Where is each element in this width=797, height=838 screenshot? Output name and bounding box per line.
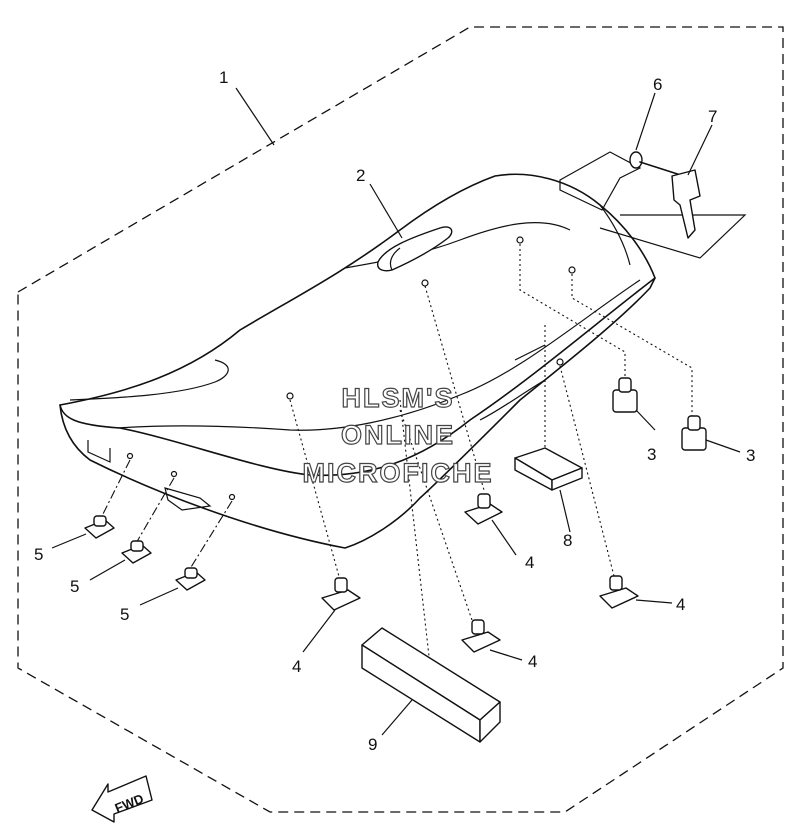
callout-8: 8 <box>563 531 572 550</box>
seat-body <box>59 173 656 549</box>
callout-6: 6 <box>653 75 662 94</box>
callout-2: 2 <box>356 166 365 185</box>
watermark-line-1: HLSM'S <box>342 383 455 413</box>
callout-3-right: 3 <box>746 446 755 465</box>
callout-labels: 1 2 3 3 4 4 4 4 5 5 5 6 7 8 9 <box>34 68 755 754</box>
callout-leaders <box>51 87 741 736</box>
grommet-part-3-right <box>681 415 707 451</box>
assembly-boundary <box>17 26 784 813</box>
nut-part-4-b <box>321 577 361 611</box>
callout-9: 9 <box>368 735 377 754</box>
callout-1: 1 <box>219 68 228 87</box>
callout-4-d: 4 <box>676 595 685 614</box>
callout-5-b: 5 <box>70 577 79 596</box>
callout-4-b: 4 <box>292 657 301 676</box>
latch-detail-box <box>559 151 747 259</box>
callout-4-c: 4 <box>528 652 537 671</box>
leader-lines <box>99 244 693 666</box>
clip-part-5-b <box>121 540 152 564</box>
clip-part-5-c <box>175 567 206 591</box>
pad-part-8 <box>514 447 583 491</box>
watermark-line-2: ONLINE <box>341 420 455 450</box>
mount-holes <box>126 236 576 501</box>
strap-part-2 <box>377 226 453 272</box>
watermark-line-3: MICROFICHE <box>303 458 494 488</box>
fwd-arrow-icon: FWD <box>91 775 153 823</box>
nut-part-4-c <box>461 619 501 653</box>
grommet-part-3-left <box>612 377 638 413</box>
callout-5-a: 5 <box>34 545 43 564</box>
callout-3-left: 3 <box>647 445 656 464</box>
callout-4-a: 4 <box>525 553 534 572</box>
callout-5-c: 5 <box>120 605 129 624</box>
pad-part-9 <box>361 627 501 743</box>
nut-part-4-d <box>599 575 639 609</box>
nut-part-4-a <box>464 493 503 525</box>
callout-7: 7 <box>708 107 717 126</box>
clip-part-5-a <box>84 515 115 539</box>
watermark: HLSM'S ONLINE MICROFICHE <box>302 382 494 488</box>
